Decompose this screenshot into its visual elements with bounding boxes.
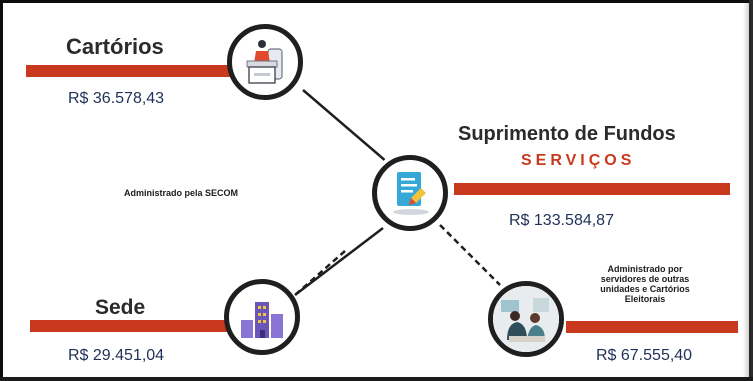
suprimento-bar	[454, 183, 730, 195]
secom-note: Administrado pela SECOM	[124, 188, 239, 198]
line-main-sede	[294, 227, 384, 296]
sede-node	[224, 279, 300, 355]
suprimento-value: R$ 133.584,87	[509, 212, 614, 229]
office-building-icon	[241, 302, 283, 338]
outros-note: Administrado por servidores de outras un…	[600, 264, 690, 304]
suprimento-node	[372, 155, 448, 231]
outros-value: R$ 67.555,40	[596, 347, 693, 364]
frame-top	[0, 0, 753, 3]
outros-bar	[566, 321, 738, 333]
sede-value: R$ 29.451,04	[68, 347, 165, 364]
team-meeting-photo	[493, 286, 559, 352]
cartorios-value: R$ 36.578,43	[68, 90, 165, 107]
line-main-outros	[439, 224, 501, 286]
document-edit-icon	[393, 172, 429, 215]
suprimento-title: Suprimento de Fundos	[458, 123, 676, 145]
frame-right	[749, 0, 753, 381]
frame-bottom	[0, 377, 753, 381]
cartorios-bar	[26, 65, 236, 77]
cartorios-title: Cartórios	[66, 34, 164, 59]
clerk-at-desk-icon	[246, 40, 283, 84]
sede-title: Sede	[95, 296, 146, 319]
outros-node	[488, 281, 564, 357]
cartorios-node	[227, 24, 303, 100]
suprimento-subtitle: SERVIÇOS	[521, 152, 636, 169]
line-cartorios-main	[302, 89, 381, 157]
frame-shadow	[743, 0, 749, 381]
sede-bar	[30, 320, 229, 332]
frame-left	[0, 0, 3, 381]
